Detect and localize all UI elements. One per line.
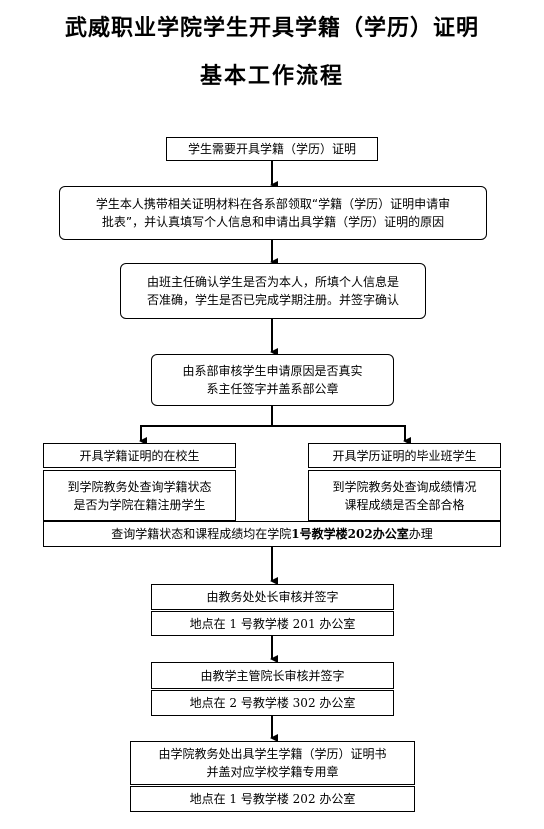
step-department-review-line2: 系主任签字并盖系部公章 <box>206 382 339 396</box>
document-title: 武威职业学院学生开具学籍（学历）证明 <box>64 15 479 41</box>
branch-graduates-body: 到学院教务处查询成绩情况 课程成绩是否全部合格 <box>308 470 501 521</box>
branch-enrolled-students-line2: 是否为学院在籍注册学生 <box>73 497 206 512</box>
branch-graduates-head: 开具学历证明的毕业班学生 <box>308 443 501 468</box>
step-dean-location-text: 地点在 1 号教学楼 201 办公室 <box>189 616 356 631</box>
step-department-review: 由系部审核学生申请原因是否真实 系主任签字并盖系部公章 <box>151 354 394 406</box>
step-dean-location: 地点在 1 号教学楼 201 办公室 <box>151 611 394 636</box>
step-department-review-line1: 由系部审核学生申请原因是否真实 <box>182 364 363 378</box>
branch-graduates-line1: 到学院教务处查询成绩情况 <box>332 479 477 494</box>
step-teacher-confirm-line1: 由班主任确认学生是否为本人，所填个人信息是 <box>146 275 399 289</box>
step-collect-form-line1: 学生本人携带相关证明材料在各系部领取“学籍（学历）证明申请审 <box>95 197 451 211</box>
branch-graduates-line2: 课程成绩是否全部合格 <box>344 497 465 512</box>
step-need-certificate-text: 学生需要开具学籍（学历）证明 <box>187 142 356 156</box>
query-location-room: 1号教学楼202办公室 <box>291 527 409 541</box>
step-issue-certificate: 由学院教务处出具学生学籍（学历）证明书 并盖对应学校学籍专用章 <box>130 741 415 785</box>
branch-enrolled-students-head: 开具学籍证明的在校生 <box>43 443 236 468</box>
step-teacher-confirm: 由班主任确认学生是否为本人，所填个人信息是 否准确，学生是否已完成学期注册。并签… <box>120 263 426 319</box>
document-subtitle: 基本工作流程 <box>199 63 344 89</box>
step-issue-location-text: 地点在 1 号教学楼 202 办公室 <box>189 792 356 806</box>
branch-graduates-head-text: 开具学历证明的毕业班学生 <box>332 448 477 463</box>
step-issue-certificate-line1: 由学院教务处出具学生学籍（学历）证明书 <box>158 747 387 761</box>
branch-enrolled-students-body: 到学院教务处查询学籍状态 是否为学院在籍注册学生 <box>43 470 236 521</box>
query-location-note: 查询学籍状态和课程成绩均在学院 1号教学楼202办公室办理 <box>43 521 501 547</box>
step-issue-location: 地点在 1 号教学楼 202 办公室 <box>130 786 415 812</box>
step-collect-form-line2: 批表”，并认真填写个人信息和申请出具学籍（学历）证明的原因 <box>101 215 445 229</box>
query-location-prefix: 查询学籍状态和课程成绩均在学院 <box>111 527 292 541</box>
step-vice-president-review-text: 由教学主管院长审核并签字 <box>200 668 345 683</box>
step-vice-president-review: 由教学主管院长审核并签字 <box>151 662 394 689</box>
step-collect-form: 学生本人携带相关证明材料在各系部领取“学籍（学历）证明申请审 批表”，并认真填写… <box>59 186 487 240</box>
step-need-certificate: 学生需要开具学籍（学历）证明 <box>166 137 378 161</box>
step-issue-certificate-line2: 并盖对应学校学籍专用章 <box>206 765 339 779</box>
step-teacher-confirm-line2: 否准确，学生是否已完成学期注册。并签字确认 <box>146 293 399 307</box>
branch-enrolled-students-head-text: 开具学籍证明的在校生 <box>79 448 200 463</box>
query-location-suffix: 办理 <box>408 527 433 541</box>
step-vice-president-location: 地点在 2 号教学楼 302 办公室 <box>151 690 394 716</box>
step-dean-review-text: 由教务处处长审核并签字 <box>206 590 339 604</box>
step-vice-president-location-text: 地点在 2 号教学楼 302 办公室 <box>189 696 356 710</box>
step-dean-review: 由教务处处长审核并签字 <box>151 584 394 610</box>
branch-enrolled-students-line1: 到学院教务处查询学籍状态 <box>67 479 212 494</box>
